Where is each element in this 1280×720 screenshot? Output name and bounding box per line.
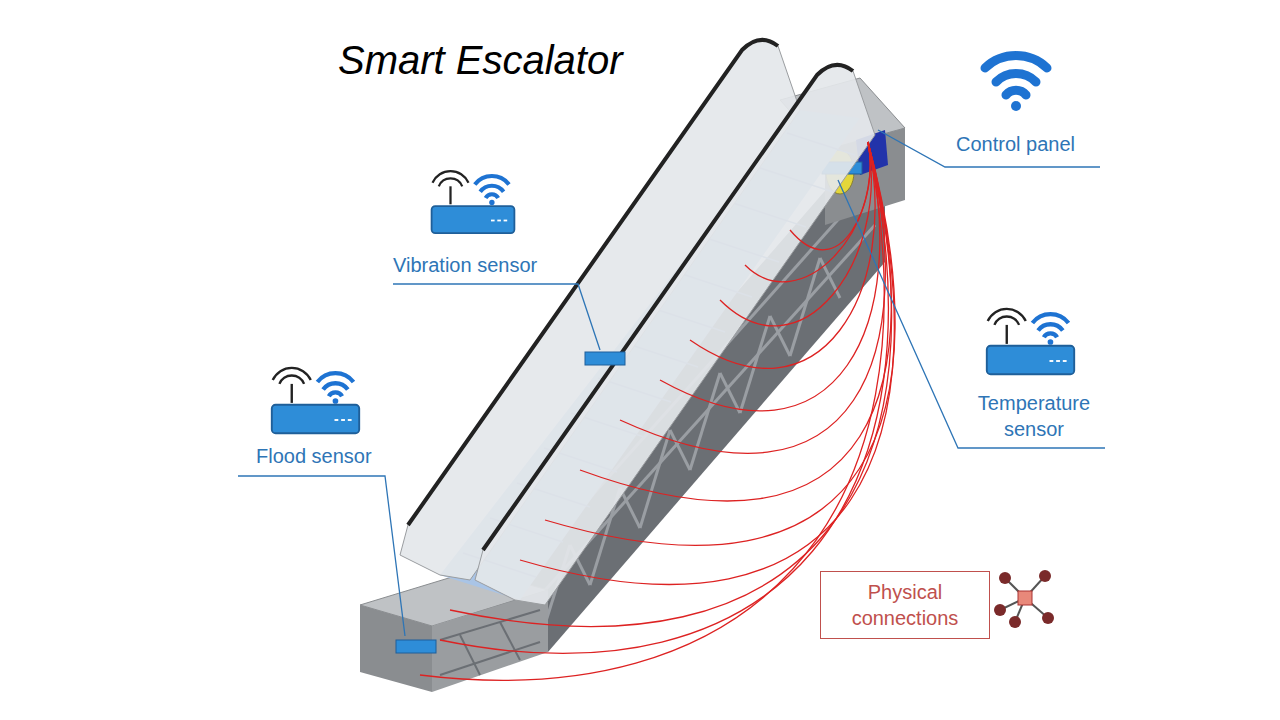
wifi-icon bbox=[985, 56, 1047, 111]
sensor-label: Temperature sensor bbox=[964, 390, 1104, 442]
router-icon bbox=[432, 171, 515, 233]
legend-box: Physical connections bbox=[820, 571, 990, 639]
router-icon bbox=[272, 368, 359, 433]
box-label: Physical connections bbox=[830, 579, 980, 631]
diagram-title: Smart Escalator bbox=[338, 36, 623, 84]
network-hub-icon bbox=[994, 570, 1054, 628]
sensor-label: Vibration sensor bbox=[393, 253, 537, 277]
leader-line bbox=[238, 130, 1105, 636]
sensor-label: Flood sensor bbox=[256, 444, 372, 468]
sensor-label: Control panel bbox=[956, 132, 1075, 156]
router-icon bbox=[987, 309, 1074, 374]
